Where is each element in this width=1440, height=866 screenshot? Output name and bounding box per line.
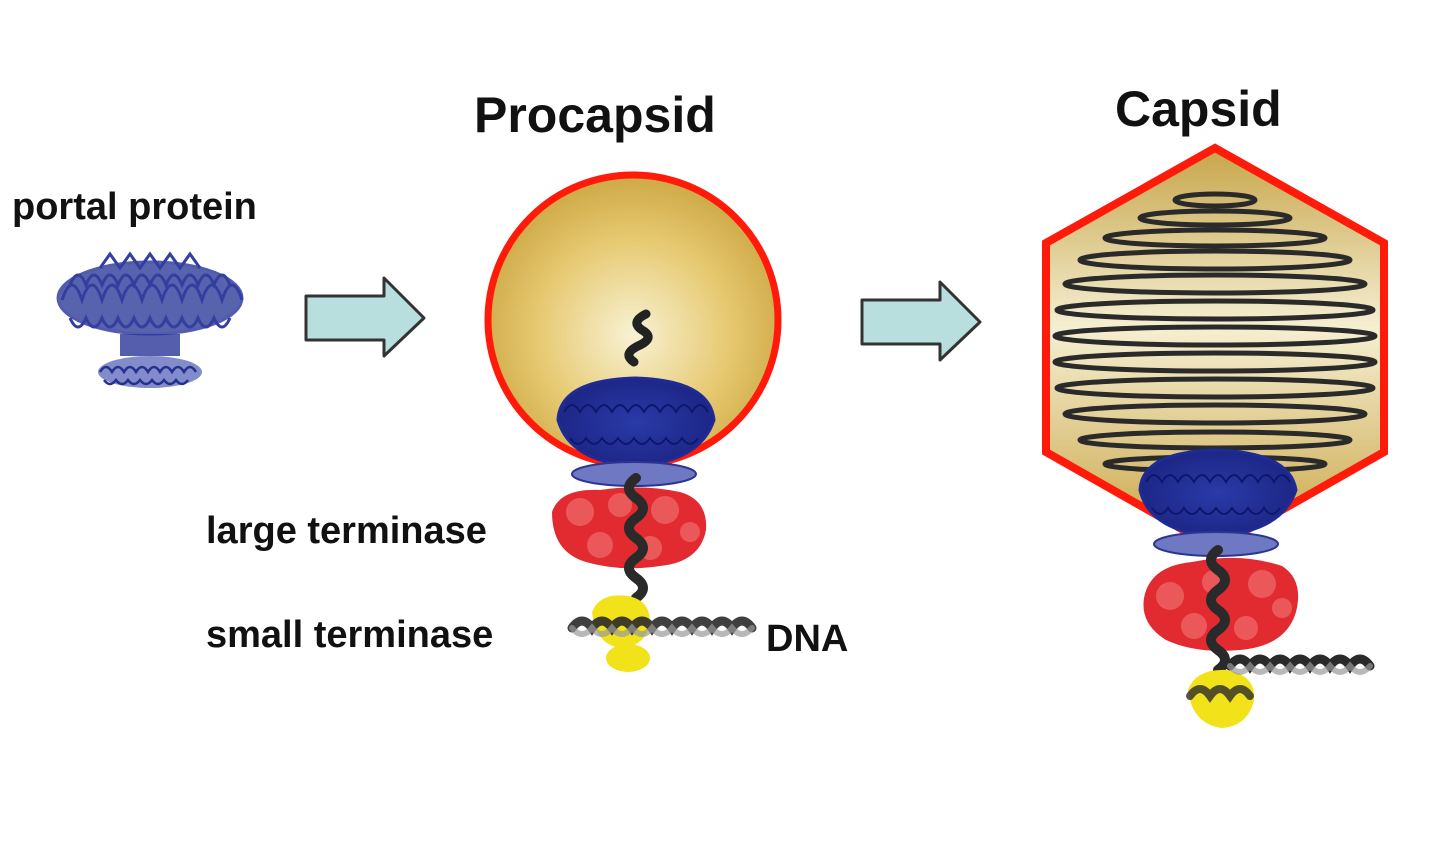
procapsid-portal <box>556 376 716 487</box>
procapsid-title: Procapsid <box>474 87 716 143</box>
dna-label: DNA <box>766 618 849 660</box>
procapsid-dna-outside <box>567 616 757 636</box>
right-arrow-icon <box>860 280 982 362</box>
capsid-structure <box>1042 143 1388 728</box>
procapsid-dna-core <box>624 473 648 603</box>
right-arrow-icon <box>304 276 426 358</box>
large-terminase-label: large terminase <box>206 510 487 552</box>
procapsid-structure <box>484 171 782 672</box>
portal-protein-structure <box>56 251 244 388</box>
portal-protein-label: portal protein <box>12 186 257 228</box>
capsid-large-terminase <box>1143 557 1299 651</box>
capsid-dna-core <box>1206 545 1230 675</box>
procapsid-dna-inside <box>624 309 653 367</box>
small-terminase-label: small terminase <box>206 614 494 656</box>
capsid-portal <box>1138 448 1298 557</box>
capsid-small-terminase <box>1188 669 1255 728</box>
capsid-title: Capsid <box>1115 81 1282 137</box>
